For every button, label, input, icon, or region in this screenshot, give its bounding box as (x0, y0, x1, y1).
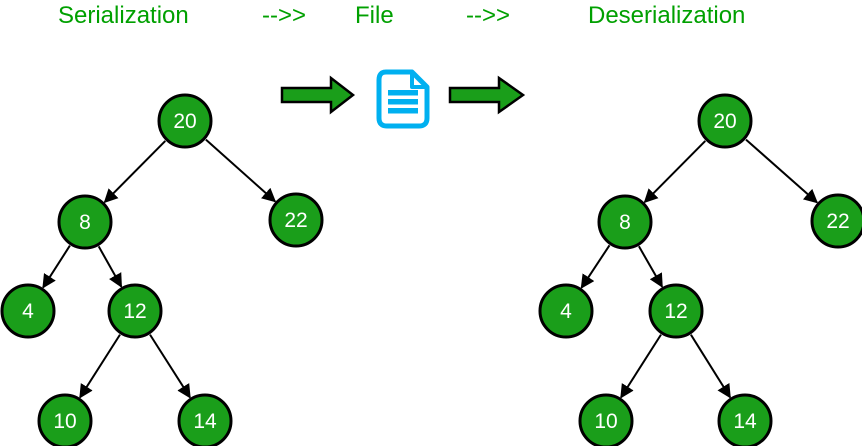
file-fold-shape (410, 73, 426, 89)
title-deserialization: Deserialization (588, 2, 746, 29)
tree-node (648, 283, 704, 339)
tree-edge (620, 334, 662, 399)
tree-node (107, 283, 163, 339)
tree-edge (745, 138, 819, 204)
right-arrow-icon (448, 75, 526, 115)
tree-edge (103, 140, 167, 204)
tree-node (578, 393, 634, 446)
title-file: File (355, 2, 394, 29)
right-arrow-icon (280, 75, 356, 115)
tree-node-label: 12 (664, 300, 687, 323)
tree-node (0, 283, 56, 339)
tree-node-label: 14 (733, 410, 757, 433)
title-arrow-2: -->> (466, 2, 511, 29)
tree-node (37, 393, 93, 446)
title-arrow-1: -->> (262, 2, 307, 29)
tree-node-label: 4 (560, 300, 572, 323)
tree-node-label: 4 (22, 300, 34, 323)
tree-edge (205, 138, 277, 203)
tree-node-label: 20 (713, 110, 736, 133)
tree-node (268, 192, 324, 248)
tree-node (177, 393, 233, 446)
tree-node (157, 93, 213, 149)
file-text-line (388, 108, 418, 114)
tree-edge (643, 140, 707, 204)
tree-node-label: 12 (123, 300, 146, 323)
file-icon (376, 69, 430, 129)
tree-node (597, 194, 653, 250)
tree-edge (149, 334, 191, 399)
tree-node (810, 193, 862, 249)
tree-node-label: 8 (79, 211, 91, 234)
tree-edge (42, 245, 71, 289)
tree-edge (638, 245, 663, 288)
tree-node-label: 10 (53, 410, 76, 433)
right-tree: 20 8 22 4 12 10 14 (538, 93, 862, 446)
file-text-line (388, 90, 418, 96)
tree-edge (79, 334, 121, 399)
tree-node (717, 393, 773, 446)
tree-node-label: 14 (193, 410, 217, 433)
tree-node (697, 93, 753, 149)
file-text-line (388, 99, 418, 105)
tree-node-label: 20 (173, 110, 196, 133)
tree-node-label: 8 (619, 211, 631, 234)
title-serialization: Serialization (58, 2, 189, 29)
tree-edge (97, 245, 123, 288)
left-tree: 20 8 22 4 12 10 14 (0, 93, 324, 446)
tree-node (538, 283, 594, 339)
tree-node-label: 10 (594, 410, 617, 433)
tree-edge (690, 334, 731, 399)
tree-edge (580, 244, 611, 289)
tree-node-label: 22 (826, 210, 849, 233)
tree-node (57, 194, 113, 250)
tree-node-label: 22 (284, 209, 307, 232)
